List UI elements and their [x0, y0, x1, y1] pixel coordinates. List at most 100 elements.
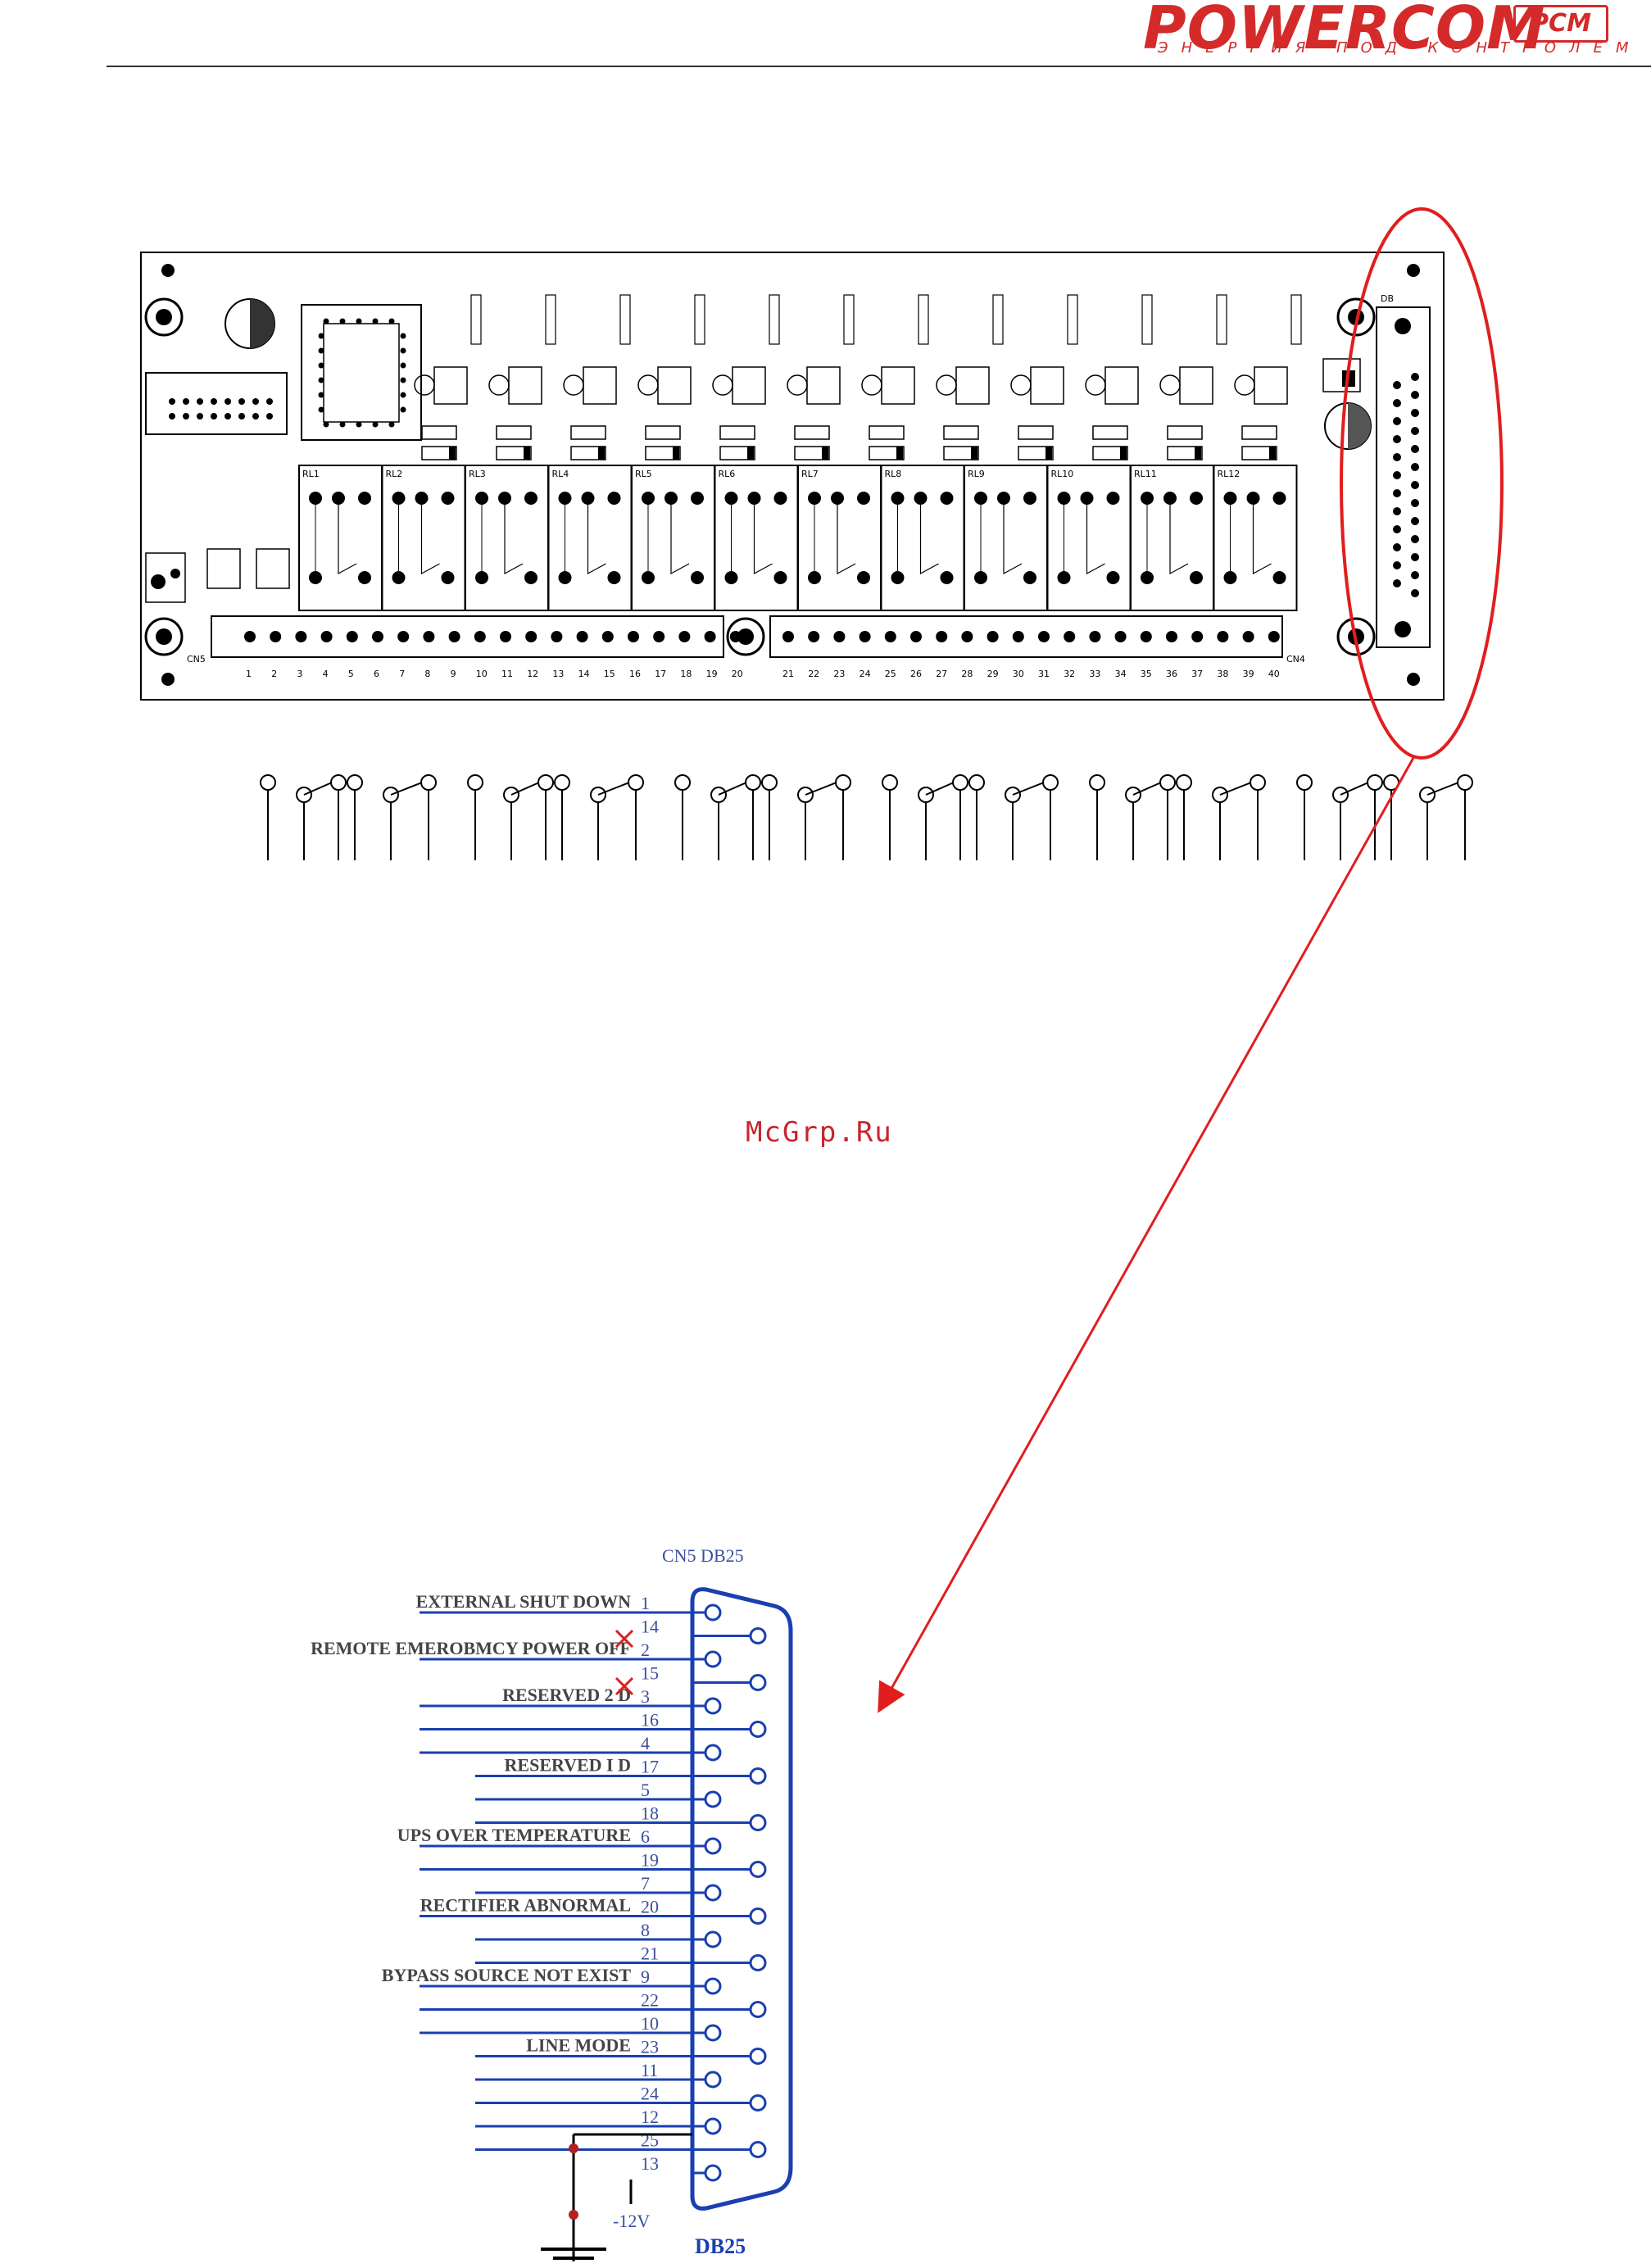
- contact-terminal: [1176, 774, 1192, 791]
- ic-pin: [318, 333, 324, 339]
- terminal-label: 22: [808, 669, 819, 679]
- contact-terminal: [1089, 774, 1105, 791]
- db25-pin-number: 1: [641, 1593, 650, 1613]
- contact-switch: [718, 782, 747, 796]
- terminal-label: 35: [1141, 669, 1152, 679]
- contact-switch: [1012, 782, 1045, 796]
- diode-band: [449, 447, 456, 460]
- db-pin: [1411, 553, 1419, 561]
- terminal-pin: [1012, 631, 1024, 642]
- db25-pin: [749, 1907, 767, 1925]
- header-pin: [169, 413, 175, 420]
- terminal-label: 32: [1064, 669, 1075, 679]
- diode-band: [1195, 447, 1201, 460]
- terminal-pin: [448, 631, 460, 642]
- db-pin: [1411, 463, 1419, 471]
- contact-switch: [1426, 782, 1459, 796]
- contact-terminal: [1296, 774, 1313, 791]
- terminal-label: 34: [1115, 669, 1127, 679]
- db25-pin-number: 11: [641, 2060, 658, 2080]
- contact-terminal: [674, 774, 691, 791]
- db25-pin: [749, 2141, 767, 2158]
- contact-switch: [925, 782, 955, 796]
- relay-label: RL11: [1134, 469, 1157, 479]
- terminal-pin: [474, 631, 486, 642]
- terminal-label: 17: [655, 669, 666, 679]
- terminal-pin: [628, 631, 639, 642]
- terminal-pin: [244, 631, 256, 642]
- db25-pin-number: 9: [641, 1966, 650, 1987]
- terminal-label: 8: [424, 669, 430, 679]
- terminal-label: 5: [348, 669, 354, 679]
- terminal-pin: [808, 631, 820, 642]
- terminal-pin: [678, 631, 691, 642]
- db-pin: [1411, 445, 1419, 453]
- db25-pin-number: 18: [641, 1803, 659, 1824]
- diode: [421, 446, 457, 460]
- db25-pin-number: 5: [641, 1780, 650, 1800]
- signal-label: RECTIFIER ABNORMAL: [420, 1895, 631, 1916]
- ic-pin: [356, 421, 362, 428]
- db-pin: [1411, 535, 1419, 543]
- db25-pin-number: 13: [641, 2153, 659, 2174]
- diode-band: [747, 447, 754, 460]
- signal-label: RESERVED I D: [505, 1755, 631, 1776]
- terminal-label: 27: [936, 669, 947, 679]
- contact-terminal: [467, 774, 483, 791]
- transistor: [414, 374, 435, 396]
- db-pin: [1393, 399, 1401, 407]
- db-pin: [1411, 517, 1419, 525]
- ic-pin: [323, 318, 329, 324]
- db-pin: [1393, 471, 1401, 479]
- terminal-pin: [782, 631, 794, 642]
- brand-slogan: ЭНЕРГИЯ ПОД КОНТРОЛЕМ: [1158, 39, 1642, 57]
- terminal-pin: [961, 631, 973, 642]
- resistor: [470, 294, 482, 345]
- ic-pin: [356, 318, 362, 324]
- ground-symbol: [541, 2133, 692, 2261]
- contact-switch: [303, 782, 333, 796]
- resistor: [1290, 294, 1302, 345]
- resistor: [694, 294, 705, 345]
- relay-label: RL2: [386, 469, 403, 479]
- ic-pin: [339, 318, 346, 324]
- contact-switch: [1219, 782, 1252, 796]
- header-rule: [107, 66, 1651, 67]
- header-pin: [197, 413, 203, 420]
- db25-pin-number: 15: [641, 1663, 659, 1684]
- terminal-label: 23: [833, 669, 845, 679]
- terminal-pin: [372, 631, 383, 642]
- header-pin: [197, 398, 203, 405]
- db25-pin: [749, 1954, 767, 1971]
- terminal-pin: [910, 631, 922, 642]
- diode: [1092, 446, 1128, 460]
- db25-pin: [704, 1790, 722, 1808]
- contact-switch: [1340, 782, 1369, 796]
- db-pin: [1411, 391, 1419, 399]
- signal-label: BYPASS SOURCE NOT EXIST: [382, 1965, 632, 1985]
- nc-mark: [615, 1676, 634, 1696]
- terminal-label: 6: [374, 669, 379, 679]
- diode-band: [673, 447, 679, 460]
- ic-pin: [388, 318, 395, 324]
- terminal-pin: [884, 631, 896, 642]
- terminal-label: 13: [552, 669, 564, 679]
- db25-pin: [749, 1861, 767, 1878]
- terminal-block-left: [211, 615, 724, 658]
- relay-rl6: RL6: [714, 465, 799, 611]
- diode: [645, 446, 681, 460]
- diode: [794, 446, 830, 460]
- diode-band: [524, 447, 530, 460]
- terminal-pin: [346, 631, 358, 642]
- component-cn6: [145, 552, 186, 603]
- header-pin: [266, 413, 273, 420]
- ic-pin: [339, 421, 346, 428]
- diode-band: [1120, 447, 1127, 460]
- brand-name: POWERCOM: [1143, 0, 1546, 62]
- brand-logo: POWERCOM PCM ЭНЕРГИЯ ПОД КОНТРОЛЕМ: [1143, 0, 1651, 64]
- resistor: [1167, 425, 1203, 440]
- terminal-label: 29: [987, 669, 999, 679]
- resistor: [619, 294, 631, 345]
- db-pin: [1411, 589, 1419, 597]
